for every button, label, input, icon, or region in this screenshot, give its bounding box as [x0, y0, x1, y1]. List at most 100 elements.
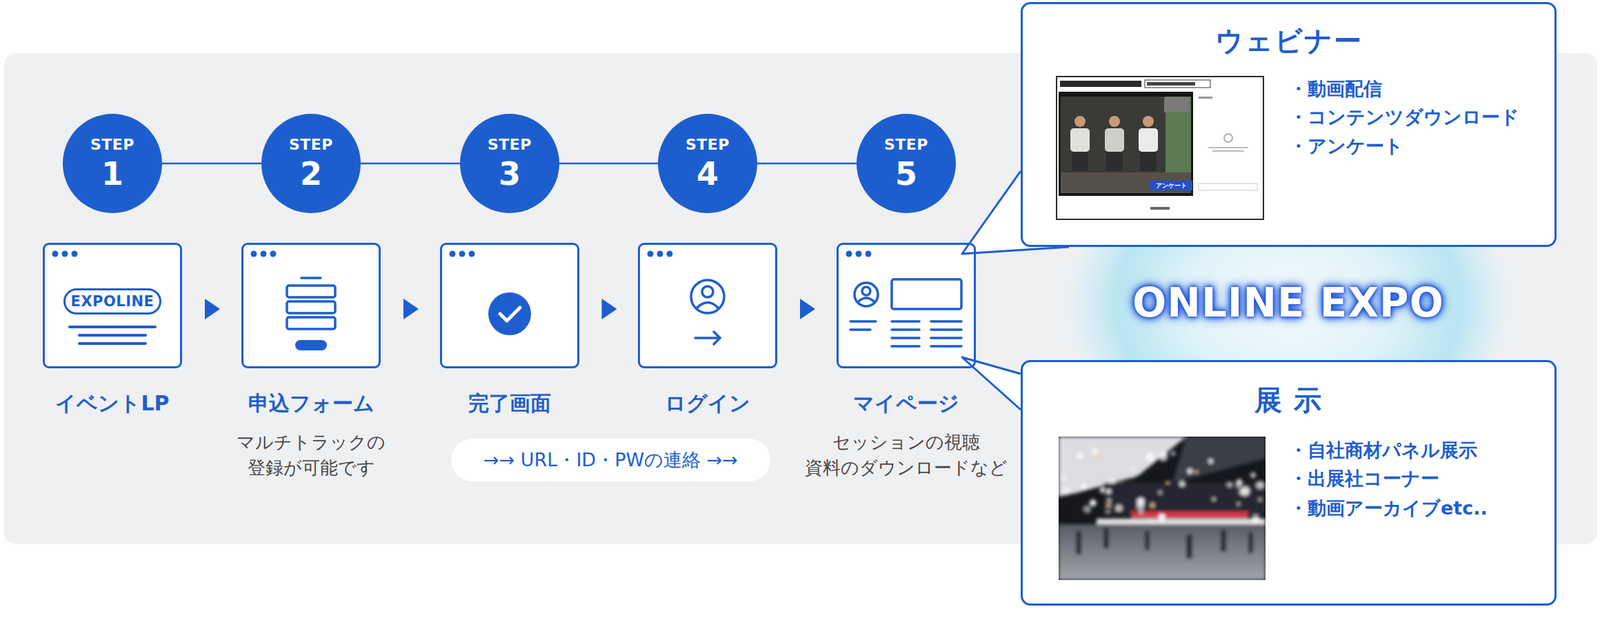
window-dots — [52, 251, 872, 258]
connector — [559, 163, 658, 165]
callout-title: ウェビナー — [1022, 24, 1555, 58]
window-dots — [657, 251, 664, 258]
flow-arrowhead — [204, 298, 220, 320]
form-icon — [286, 285, 336, 298]
window-dots — [846, 251, 853, 258]
step-note: マルチトラックの 登録が可能です — [200, 429, 422, 481]
step-note: セッションの視聴 資料のダウンロードなど — [795, 429, 1017, 481]
step-word: STEP — [685, 137, 730, 153]
step-line — [360, 162, 460, 165]
window-dots — [270, 251, 277, 258]
window-dots — [260, 251, 267, 258]
connector — [360, 163, 460, 165]
step-label: 申込フォーム — [207, 391, 415, 416]
window-dots — [647, 251, 654, 258]
step-label: マイページ — [802, 391, 1010, 416]
bokeh-light — [1158, 490, 1163, 494]
window-dots — [449, 251, 456, 258]
window-fill — [637, 242, 778, 369]
bokeh-light — [1131, 466, 1136, 472]
bokeh-light — [1108, 477, 1116, 485]
connector — [962, 357, 1021, 410]
text-slot: マルチトラックの 登録が可能です — [200, 429, 422, 481]
text-slot: マイページ — [802, 391, 1010, 416]
step-number: 3 — [498, 157, 521, 190]
expo-hall-blur — [1172, 436, 1266, 483]
mypage-icon — [891, 279, 962, 309]
step-circle: STEP3 — [460, 113, 560, 214]
bokeh-light — [1236, 478, 1243, 485]
bokeh-light — [1170, 451, 1176, 456]
text-slot: イベントLP — [8, 391, 216, 416]
step-number: 1 — [101, 157, 124, 190]
webinar-screenshot — [1212, 150, 1245, 152]
step-label: 完了画面 — [406, 391, 614, 416]
expo-hall-blur — [1058, 436, 1266, 580]
callout-box: 展 示・自社商材パネル展示・出展社コーナー・動画アーカイブetc.. — [1020, 360, 1557, 606]
bokeh-light — [1208, 459, 1213, 464]
mypage-icon — [931, 320, 962, 323]
step-line — [559, 162, 658, 165]
step-circle: STEP 4 — [657, 113, 758, 214]
window-fill — [440, 242, 580, 369]
webinar-screenshot — [1104, 128, 1125, 152]
window-dots — [468, 251, 476, 258]
bullet-item: ・動画アーカイブetc.. — [1288, 496, 1488, 520]
webinar-screenshot — [1146, 82, 1196, 86]
step-word: STEP — [884, 137, 929, 153]
callout-tail — [962, 357, 1021, 410]
bokeh-light — [1158, 513, 1166, 521]
form-icon — [301, 276, 321, 280]
form-icon — [286, 301, 336, 314]
info-pill: →→ URL・ID・PWの連絡 →→ — [451, 438, 771, 482]
text-slot: ・動画配信 — [1288, 77, 1552, 101]
expo-hall-photo — [1058, 436, 1266, 580]
bokeh-light — [1240, 486, 1250, 496]
bokeh-light — [1226, 481, 1233, 487]
flow-arrowhead — [800, 298, 816, 320]
webinar-screenshot — [1198, 96, 1213, 99]
browser-window: 完了画面 — [440, 242, 580, 369]
webinar-screenshot — [1138, 128, 1158, 152]
crowd — [1186, 534, 1193, 559]
bokeh-light — [1239, 491, 1243, 495]
webinar-screenshot — [1164, 97, 1189, 113]
callout-box: ウェビナー・動画配信・コンテンツダウンロード・アンケート — [1020, 2, 1557, 247]
webinar-screenshot — [1140, 151, 1157, 172]
bullet-item: ・出展社コーナー — [1288, 466, 1440, 491]
text-slot: ・動画アーカイブetc.. — [1288, 496, 1552, 520]
webinar-screenshot — [1056, 76, 1264, 220]
step-number: 4 — [696, 157, 719, 190]
bokeh-light — [1145, 453, 1155, 463]
bokeh-light — [1106, 488, 1112, 494]
bokeh-light — [1148, 518, 1154, 523]
flow-arrowhead — [602, 298, 618, 320]
bokeh-light — [1149, 502, 1155, 508]
window-dots — [52, 251, 59, 258]
bokeh-light — [1187, 468, 1193, 474]
lp-icon — [69, 326, 156, 344]
lp-icon — [69, 325, 156, 329]
mypage-icon — [850, 279, 962, 347]
crowd — [1075, 531, 1082, 555]
expo-hall-blur — [1058, 524, 1266, 580]
bokeh-light — [1251, 514, 1260, 523]
lp-icon — [79, 342, 146, 345]
login-icon — [691, 280, 725, 314]
expo-title: ONLINE EXPO — [1132, 281, 1445, 326]
check-icon — [488, 292, 532, 336]
text-slot: ・アンケート — [1288, 134, 1552, 158]
login-icon — [713, 331, 720, 345]
bokeh-light — [1258, 497, 1263, 502]
step-label: イベントLP — [8, 391, 216, 416]
mypage-icon — [862, 286, 871, 296]
bokeh-light — [1139, 509, 1144, 514]
text-slot: ・コンテンツダウンロード — [1288, 105, 1552, 129]
connector — [204, 298, 220, 320]
mypage-icon — [891, 336, 920, 340]
webinar-screenshot — [1106, 151, 1123, 172]
gray-panel — [4, 53, 1598, 545]
logo-text: EXPOLINE — [71, 294, 155, 309]
form-icon — [295, 340, 327, 351]
